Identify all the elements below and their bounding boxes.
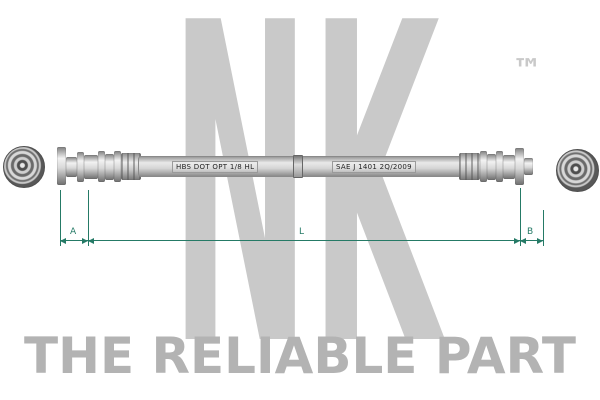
dimension-arrow [60,238,66,244]
dimension-label-b: B [527,227,534,237]
crimp-ferrule-right [459,153,480,180]
metal-band [487,154,496,180]
metal-ring [77,152,84,182]
trademark-symbol: ™ [512,53,542,88]
mounting-bracket-left [57,147,66,185]
mounting-bracket-right [515,148,524,185]
end-washer-right [556,149,599,192]
dimension-arrow [88,238,94,244]
brand-tagline: THE RELIABLE PART [24,327,576,385]
hose-marking-right: SAE J 1401 2Q/2009 [332,161,416,173]
hose-marking-left: HBS DOT OPT 1/8 HL [172,161,259,173]
crimp-ferrule-left [121,153,141,180]
metal-ring [98,151,105,182]
dimension-arrow [82,238,88,244]
hose-joint [293,155,303,178]
dimension-arrow [514,238,520,244]
dimension-extension-line [520,188,521,246]
metal-stub [524,158,533,175]
dimension-line [60,240,543,241]
dimension-extension-line [88,190,89,246]
metal-band [84,155,98,179]
dimension-arrow [537,238,543,244]
metal-ring [114,151,121,182]
dimension-label-a: A [70,227,77,237]
metal-band [105,154,114,180]
dimension-extension-line [60,190,61,246]
nk-logo-watermark: NK [170,0,440,400]
metal-band [66,157,77,177]
metal-ring [480,151,487,182]
dimension-arrow [520,238,526,244]
metal-band [503,155,515,179]
dimension-label-l: L [299,227,305,237]
metal-ring [496,151,503,182]
dimension-extension-line [543,210,544,246]
end-washer-left [3,146,45,188]
